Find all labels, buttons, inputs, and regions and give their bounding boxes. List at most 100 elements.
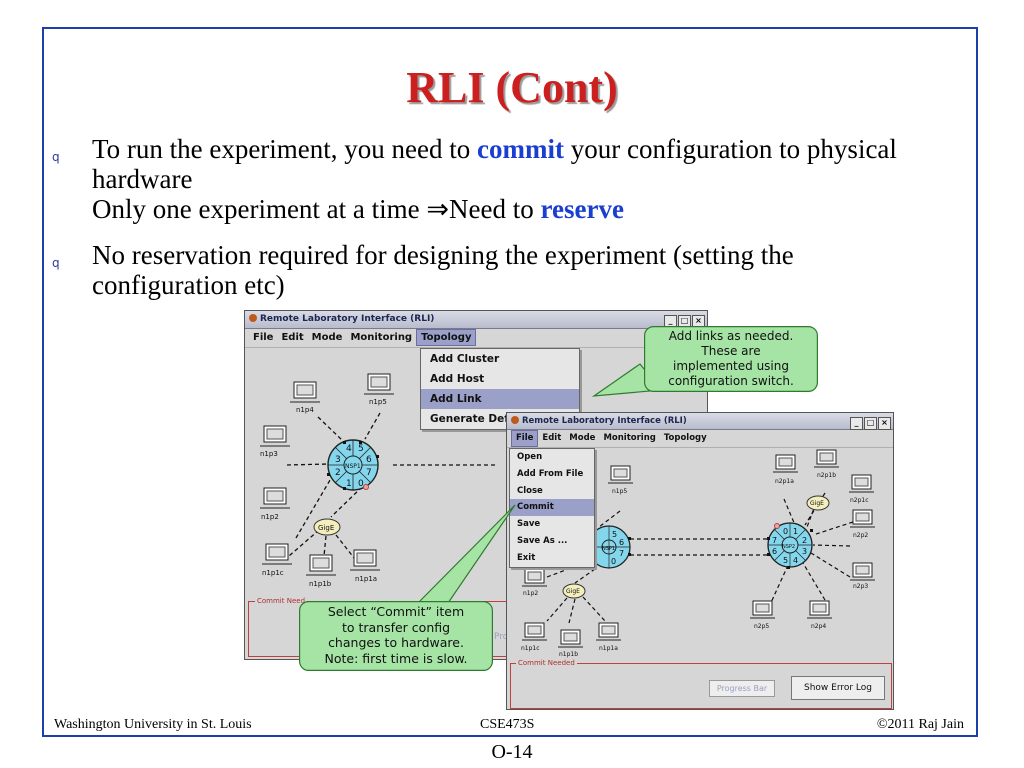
menu-item-add-cluster[interactable]: Add Cluster — [430, 353, 500, 365]
menu-item-generate-default[interactable]: Generate Defa — [430, 413, 516, 425]
menu-topology[interactable]: Topology — [416, 329, 477, 346]
bullet-1-line2: Only one experiment at a time — [92, 194, 427, 224]
menu-item-add-link[interactable]: Add Link — [421, 389, 579, 409]
java-icon — [511, 416, 519, 424]
maximize-button[interactable]: □ — [864, 417, 877, 430]
switch-label: NSP1 — [602, 546, 615, 552]
host-n1p1c[interactable] — [262, 543, 292, 565]
status-label: Commit Need — [255, 597, 308, 605]
host-label: n1p1a — [355, 575, 377, 583]
menu-item-save[interactable]: Save — [517, 519, 541, 530]
host-n2p2[interactable] — [850, 509, 875, 528]
host-n1p1c[interactable] — [522, 622, 547, 641]
window2-title: Remote Laboratory Interface (RLI) — [522, 416, 687, 426]
host-label: n2p4 — [811, 623, 826, 630]
bullet-1: To run the experiment, you need to commi… — [92, 134, 972, 224]
close-button[interactable]: × — [878, 417, 891, 430]
port-label: 7 — [366, 468, 372, 478]
port-label: 3 — [335, 455, 341, 465]
menu-item-save-as[interactable]: Save As ... — [517, 535, 568, 546]
port-label: 0 — [783, 527, 788, 536]
host-n2p3[interactable] — [850, 562, 875, 581]
host-label: n2p2 — [853, 532, 868, 539]
switch-label: NSP1 — [345, 463, 361, 470]
menu-item-open[interactable]: Open — [517, 452, 543, 462]
host-n1p4[interactable] — [290, 381, 320, 403]
window1-titlebar[interactable]: Remote Laboratory Interface (RLI) _□× — [245, 311, 707, 329]
progress-bar: Progress Bar — [709, 680, 775, 697]
host-label: n1p1b — [559, 651, 578, 658]
menu-item-add-from-file[interactable]: Add From File — [517, 468, 584, 479]
callout-commit: Select “Commit” item to transfer config … — [299, 601, 493, 671]
port-label: 2 — [802, 536, 807, 545]
port-label: 1 — [793, 527, 798, 536]
menu-topology[interactable]: Topology — [663, 433, 707, 443]
callout-bubble — [299, 601, 493, 671]
menu-item-close[interactable]: Close — [517, 485, 543, 496]
gige-switch[interactable]: GigE — [313, 518, 341, 536]
host-label: n1p1b — [309, 580, 332, 588]
slide-title: RLI (Cont) — [406, 63, 618, 112]
host-n1p1a[interactable] — [350, 549, 380, 571]
host-n2p1a[interactable] — [773, 454, 798, 473]
footer-center: CSE473S — [480, 717, 535, 732]
host-n1p1b[interactable] — [306, 554, 336, 576]
port-label: 5 — [358, 444, 364, 454]
host-n2p1c[interactable] — [849, 474, 874, 493]
menu-item-exit[interactable]: Exit — [517, 552, 536, 563]
menu-monitoring[interactable]: Monitoring — [350, 332, 413, 343]
port-label: 5 — [783, 556, 788, 565]
host-n1p2[interactable] — [522, 568, 547, 587]
switch-nsp2[interactable]: NSP2 0 1 7 2 6 3 5 4 — [767, 522, 813, 569]
host-label: n1p5 — [612, 488, 627, 495]
host-n1p1b[interactable] — [558, 629, 583, 648]
host-n2p1b[interactable] — [814, 449, 839, 468]
menu-monitoring[interactable]: Monitoring — [603, 433, 656, 443]
callout-line: Select “Commit” item — [327, 604, 465, 619]
switch-label: NSP2 — [782, 544, 795, 550]
host-label: n2p5 — [754, 623, 769, 630]
minimize-button[interactable]: _ — [850, 417, 863, 430]
keyword-reserve: reserve — [540, 194, 624, 224]
status-label: Commit Needed — [516, 659, 577, 667]
port-label: 3 — [802, 547, 807, 556]
host-label: n1p2 — [523, 590, 538, 597]
port-label: 2 — [335, 468, 341, 478]
bullet-marker-2: q — [52, 256, 60, 270]
host-n2p5[interactable] — [750, 600, 775, 619]
callout-line: to transfer config — [341, 619, 451, 635]
menu-item-add-host[interactable]: Add Host — [430, 373, 485, 385]
keyword-commit: commit — [477, 134, 564, 164]
menu-item-commit[interactable]: Commit — [510, 499, 594, 517]
host-n1p1a[interactable] — [596, 622, 621, 641]
show-error-log-button[interactable]: Show Error Log — [791, 676, 885, 700]
menu-edit[interactable]: Edit — [281, 332, 304, 343]
switch-nsp1[interactable]: 4 5 3 6 2 7 1 0 NSP1 — [327, 439, 379, 491]
menu-mode[interactable]: Mode — [569, 433, 596, 443]
gige-switch[interactable]: GigE — [562, 583, 586, 599]
port-label: 4 — [793, 556, 798, 565]
status-panel: Commit Needed Progress Bar Show Error Lo… — [510, 659, 892, 709]
window2-titlebar[interactable]: Remote Laboratory Interface (RLI) _□× — [507, 413, 893, 430]
java-icon — [249, 314, 257, 322]
host-label: n1p1c — [521, 645, 540, 652]
menu-mode[interactable]: Mode — [311, 332, 343, 343]
host-n1p5[interactable] — [364, 373, 394, 395]
host-label: n2p3 — [853, 583, 868, 590]
gige-switch[interactable]: GigE — [806, 495, 830, 511]
gige-label: GigE — [566, 588, 580, 595]
menu-file[interactable]: File — [253, 332, 274, 343]
host-n1p3[interactable] — [260, 425, 290, 447]
window1-title: Remote Laboratory Interface (RLI) — [260, 314, 435, 324]
callout-add-links: Add links as needed. These are implement… — [644, 326, 818, 392]
menu-file[interactable]: File — [511, 430, 539, 447]
host-n2p4[interactable] — [807, 600, 832, 619]
menu-edit[interactable]: Edit — [542, 433, 562, 443]
switch-nsp1[interactable]: NSP1 5 6 7 0 — [587, 525, 631, 569]
file-menu: Open Add From File Close Commit Save Sav… — [509, 448, 595, 568]
port-label: 7 — [619, 549, 624, 558]
host-n1p2[interactable] — [260, 487, 290, 509]
host-n1p5[interactable] — [608, 465, 633, 484]
